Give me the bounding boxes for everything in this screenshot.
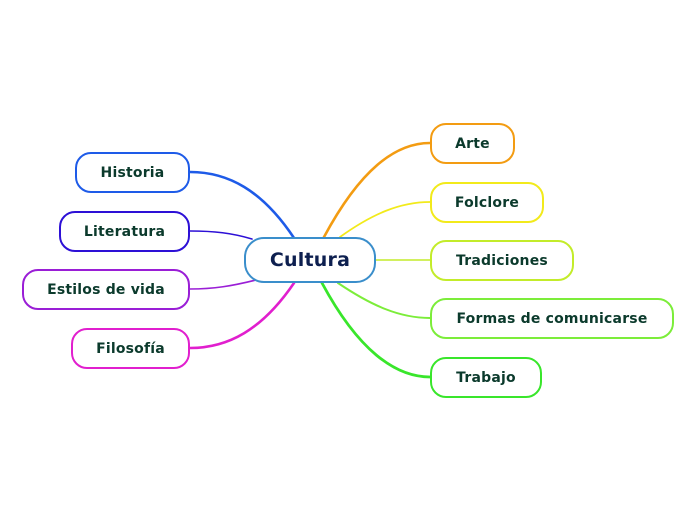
topic-historia[interactable]: Historia <box>75 152 190 193</box>
connector-filosofia <box>188 281 296 350</box>
topic-arte[interactable]: Arte <box>430 123 515 164</box>
connector-formas-de-comunicarse <box>337 282 431 319</box>
topic-label: Literatura <box>83 223 166 240</box>
topic-label: Trabajo <box>456 369 516 386</box>
connector-historia <box>188 170 296 240</box>
topic-tradiciones[interactable]: Tradiciones <box>430 240 574 281</box>
topic-filosofia[interactable]: Filosofía <box>71 328 190 369</box>
topic-label: Arte <box>455 135 490 152</box>
connector-arte <box>322 141 432 239</box>
topic-estilos-de-vida[interactable]: Estilos de vida <box>22 269 190 310</box>
topic-label: Formas de comunicarse <box>456 310 648 327</box>
connector-literatura <box>189 230 253 240</box>
topic-folclore[interactable]: Folclore <box>430 182 544 223</box>
topic-label: Tradiciones <box>456 252 548 269</box>
central-topic-label: Cultura <box>269 249 351 271</box>
topic-literatura[interactable]: Literatura <box>59 211 190 252</box>
topic-label: Historia <box>100 164 165 181</box>
topic-formas-de-comunicarse[interactable]: Formas de comunicarse <box>430 298 674 339</box>
connector-trabajo <box>320 281 432 379</box>
connector-estilos-de-vida <box>189 279 257 290</box>
topic-label: Filosofía <box>96 340 165 357</box>
central-topic-cultura[interactable]: Cultura <box>244 237 376 283</box>
topic-label: Folclore <box>454 194 520 211</box>
connector-folclore <box>339 201 431 238</box>
topic-trabajo[interactable]: Trabajo <box>430 357 542 398</box>
topic-label: Estilos de vida <box>47 281 165 298</box>
